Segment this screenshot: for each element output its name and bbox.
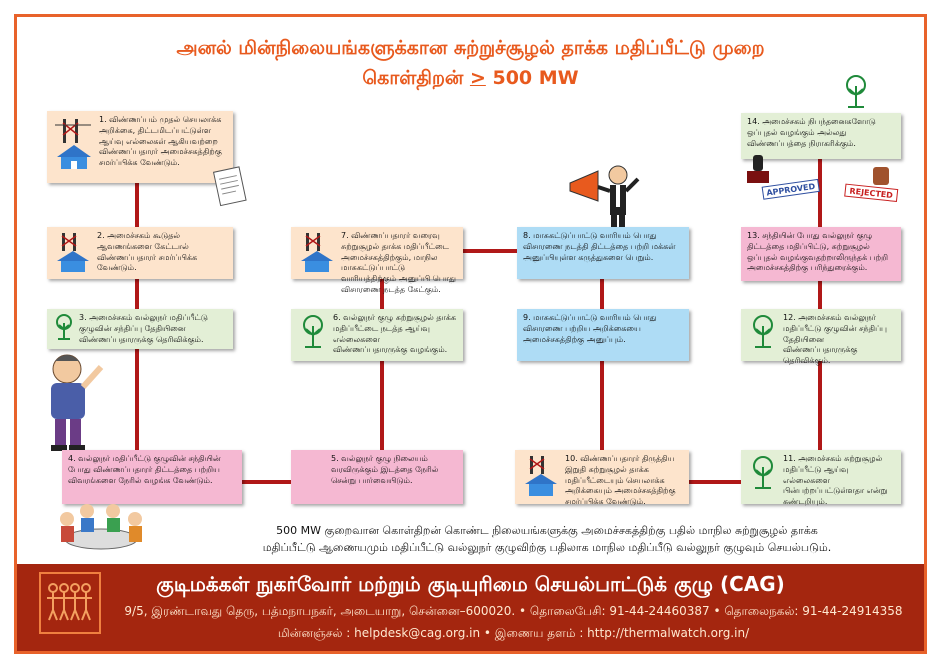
connector-10-11 — [687, 480, 747, 484]
step-3-box: 3. அமைச்சகம் வல்லுநர் மதிப்பீட்டு குழுவி… — [47, 309, 233, 349]
step-13-box: 13. சந்தியின் போது வல்லுநர் குழு திட்டத்… — [741, 227, 901, 281]
connector-col3 — [600, 279, 604, 459]
step-5-box: 5. வல்லுநர் குழு நிலையம் வரவிருக்கும் இட… — [291, 450, 463, 504]
step-10-box: 10. விண்ணப்பதாரர் திருத்திய இறுதி சுற்று… — [515, 450, 689, 506]
step-8-box: 8. மாசுகட்டுப்பாட்டு வாரியம் பொது விசாரண… — [517, 227, 689, 279]
ministry-tree-logo-icon — [839, 73, 873, 117]
capacity-label: கொள்திறன் — [362, 67, 470, 89]
power-plant-icon — [53, 231, 93, 279]
step-4-text: 4. வல்லுநர் மதிப்பீட்டு குழுவின் சந்தியி… — [68, 454, 221, 485]
ministry-tree-logo-icon — [747, 313, 779, 355]
ministry-tree-logo-icon — [297, 313, 329, 355]
step-6-box: 6. வல்லுநர் குழு சுற்றுசூழல் தாக்க மதிப்… — [291, 309, 463, 361]
step-11-box: 11. அமைச்சகம் சுற்றுசூழல் மதிப்பீட்டு ஆய… — [741, 450, 901, 506]
step-9-text: 9. மாசுகட்டுப்பாட்டு வாரியம் பொது விசாரண… — [523, 313, 657, 344]
organization-address: 9/5, இரண்டாவது தெரு, பத்மநாபநகர், அடையாற… — [124, 604, 903, 618]
connector-7-8 — [462, 249, 517, 253]
step-1-box: 1. விண்ணப்பம் முதல் செயலாக்க அறிக்கை, தி… — [47, 111, 233, 183]
connector-col2 — [380, 279, 384, 459]
note-line-1: 500 MW குறைவான கொள்திறன் கொண்ட நிலையங்கள… — [276, 524, 818, 537]
step-5-text: 5. வல்லுநர் குழு நிலையம் வரவிருக்கும் இட… — [331, 454, 439, 485]
capacity-subtitle: கொள்திறன் > 500 MW — [17, 67, 924, 92]
organization-contact: மின்னஞ்சல் : helpdesk@cag.org.in • இணைய … — [277, 626, 750, 640]
power-plant-icon — [53, 115, 95, 177]
step-12-text: 12. அமைச்சகம் வல்லுநர் மதிப்பீட்டு குழுவ… — [783, 313, 887, 366]
step-14-box: 14. அமைச்சகம் நிபந்தனைகளோடு ஒப்புதல் வழங… — [741, 113, 901, 159]
main-title: அனல் மின்நிலையங்களுக்கான சுற்றுச்சூழல் த… — [176, 37, 765, 59]
power-plant-icon — [521, 454, 561, 504]
step-13-text: 13. சந்தியின் போது வல்லுநர் குழு திட்டத்… — [747, 231, 888, 273]
note-line-2: மதிப்பீட்டு ஆணையமும் மதிப்பீட்டு வல்லுநர… — [262, 541, 832, 555]
step-7-text: 7. விண்ணப்பதாரர் வரைவு சுற்றுசூழல் தாக்க… — [341, 231, 456, 294]
step-7-box: 7. விண்ணப்பதாரர் வரைவு சுற்றுசூழல் தாக்க… — [291, 227, 463, 294]
cag-logo-icon — [39, 572, 101, 634]
document-icon — [212, 165, 249, 213]
capacity-value: 500 MW — [485, 67, 579, 89]
step-2-box: 2. அமைச்சகம் கூடுதல் ஆவணங்களை கேட்டால் வ… — [47, 227, 233, 279]
step-11-text: 11. அமைச்சகம் சுற்றுசூழல் மதிப்பீட்டு ஆய… — [783, 454, 888, 507]
presenter-man-icon — [37, 347, 107, 459]
ministry-tree-logo-icon — [53, 313, 75, 345]
meeting-group-icon — [53, 499, 149, 561]
step-1-text: 1. விண்ணப்பம் முதல் செயலாக்க அறிக்கை, தி… — [99, 115, 222, 168]
footer-band: குடிமக்கள் நுகர்வோர் மற்றும் குடியுரிமை … — [17, 564, 924, 651]
ministry-tree-logo-icon — [747, 454, 779, 496]
step-4-box: 4. வல்லுநர் மதிப்பீட்டு குழுவின் சந்தியி… — [62, 450, 242, 504]
step-6-text: 6. வல்லுநர் குழு சுற்றுசூழல் தாக்க மதிப்… — [333, 313, 456, 355]
step-14-text: 14. அமைச்சகம் நிபந்தனைகளோடு ஒப்புதல் வழங… — [747, 117, 876, 148]
organization-name: குடிமக்கள் நுகர்வோர் மற்றும் குடியுரிமை … — [156, 572, 785, 596]
poster-frame: அனல் மின்நிலையங்களுக்கான சுற்றுச்சூழல் த… — [14, 14, 927, 654]
step-2-text: 2. அமைச்சகம் கூடுதல் ஆவணங்களை கேட்டால் வ… — [97, 231, 198, 273]
step-12-box: 12. அமைச்சகம் வல்லுநர் மதிப்பீட்டு குழுவ… — [741, 309, 901, 365]
power-plant-icon — [297, 231, 337, 279]
step-3-text: 3. அமைச்சகம் வல்லுநர் மதிப்பீட்டு குழுவி… — [79, 313, 208, 344]
step-10-text: 10. விண்ணப்பதாரர் திருத்திய இறுதி சுற்று… — [565, 454, 676, 507]
capacity-note: 500 MW குறைவான கொள்திறன் கொண்ட நிலையங்கள… — [217, 522, 877, 556]
greater-equal-symbol: > — [469, 67, 486, 89]
step-9-box: 9. மாசுகட்டுப்பாட்டு வாரியம் பொது விசாரண… — [517, 309, 689, 361]
step-8-text: 8. மாசுகட்டுப்பாட்டு வாரியம் பொது விசாரண… — [523, 231, 676, 262]
connector-4-5 — [242, 480, 292, 484]
